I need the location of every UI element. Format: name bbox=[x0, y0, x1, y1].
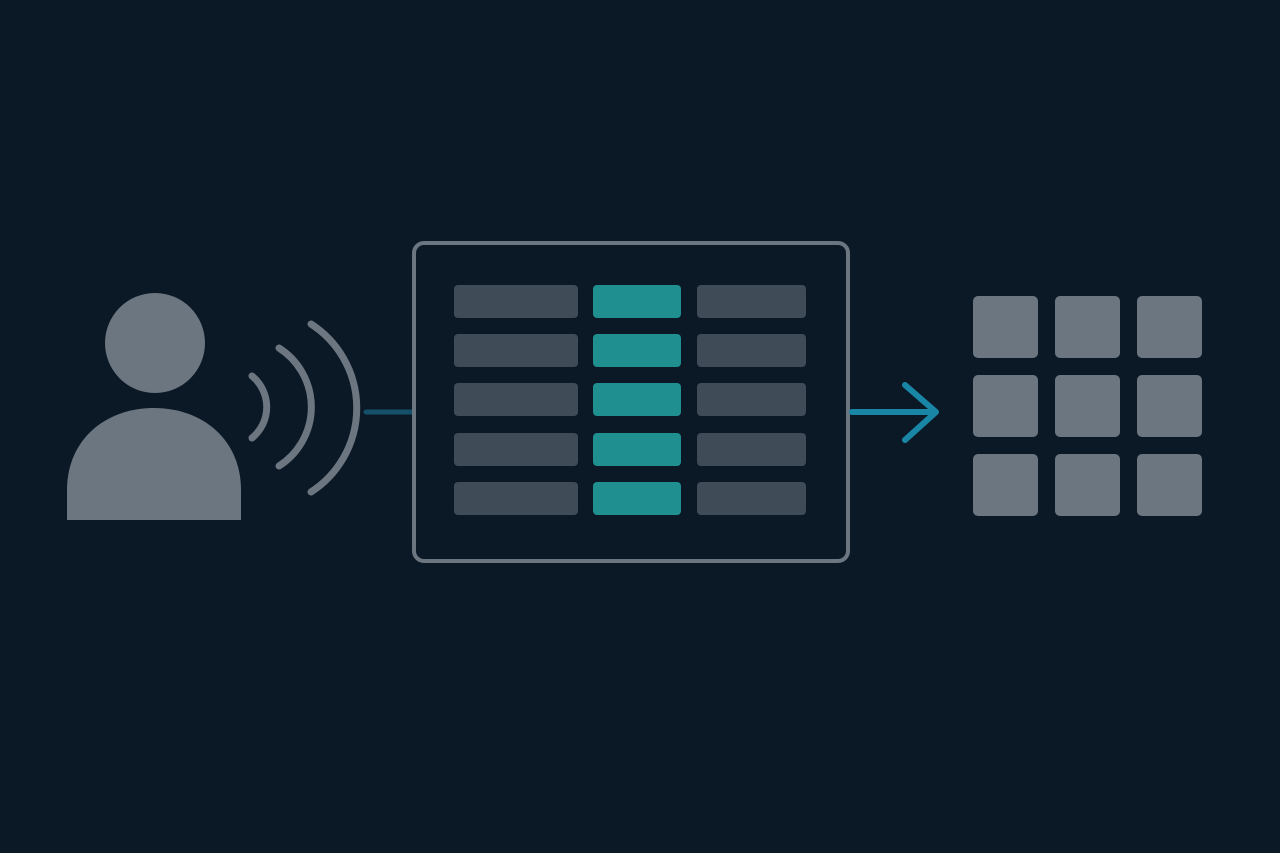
sound-wave-large bbox=[307, 320, 361, 496]
table-cell bbox=[697, 482, 806, 515]
grid-square bbox=[1137, 454, 1202, 516]
table-cell bbox=[697, 433, 806, 466]
table-bars bbox=[454, 285, 806, 515]
sound-wave-medium bbox=[275, 344, 315, 470]
person-body bbox=[67, 408, 241, 520]
grid-square bbox=[1137, 375, 1202, 437]
table-cell-highlighted bbox=[593, 433, 681, 466]
grid-icon bbox=[973, 296, 1202, 516]
sound-wave-small bbox=[248, 372, 271, 442]
sound-waves-icon bbox=[248, 320, 361, 496]
grid-square bbox=[973, 296, 1038, 358]
arrow-right-icon bbox=[849, 382, 939, 443]
table-cell bbox=[454, 285, 578, 318]
grid-square bbox=[1055, 454, 1120, 516]
table-cell-highlighted bbox=[593, 383, 681, 416]
person-head bbox=[105, 293, 205, 393]
table-cell bbox=[454, 334, 578, 367]
grid-square bbox=[1055, 296, 1120, 358]
table-cell bbox=[697, 285, 806, 318]
table-cell bbox=[454, 383, 578, 416]
arrow-head bbox=[902, 382, 939, 443]
table-cell bbox=[454, 433, 578, 466]
grid-square bbox=[973, 375, 1038, 437]
table-cell bbox=[697, 334, 806, 367]
table-cell-highlighted bbox=[593, 285, 681, 318]
grid-square bbox=[1137, 296, 1202, 358]
person-speaking-icon bbox=[67, 293, 241, 520]
table-frame bbox=[412, 241, 850, 563]
table-cell bbox=[697, 383, 806, 416]
table-cell-highlighted bbox=[593, 334, 681, 367]
grid-square bbox=[973, 454, 1038, 516]
table-cell bbox=[454, 482, 578, 515]
table-cell-highlighted bbox=[593, 482, 681, 515]
grid-square bbox=[1055, 375, 1120, 437]
